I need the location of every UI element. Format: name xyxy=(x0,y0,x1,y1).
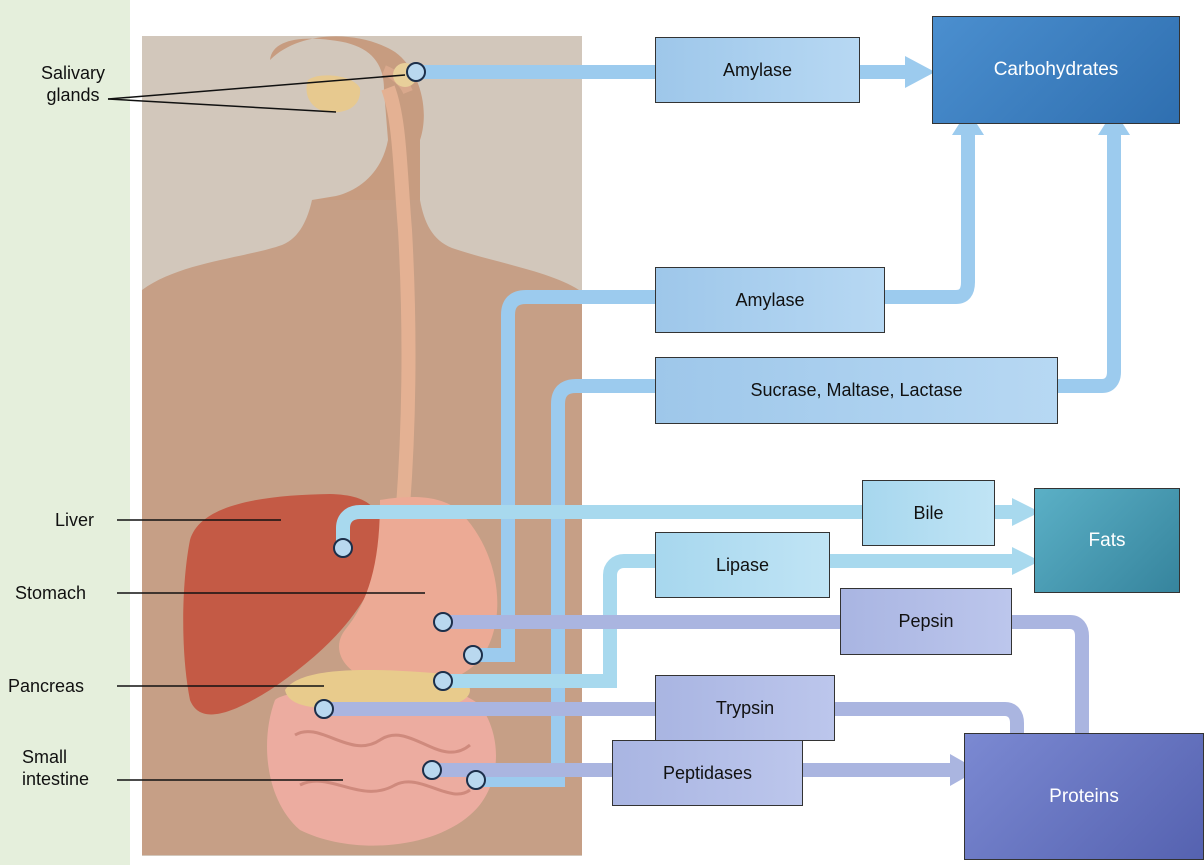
target-carbohydrates: Carbohydrates xyxy=(932,16,1180,124)
enzyme-pepsin: Pepsin xyxy=(840,588,1012,655)
label-small-intestine-line2: intestine xyxy=(22,769,89,789)
enzyme-bile: Bile xyxy=(862,480,995,546)
enzyme-peptidases: Peptidases xyxy=(612,740,803,806)
enzyme-lipase: Lipase xyxy=(655,532,830,598)
label-salivary-glands: Salivary glands xyxy=(28,62,118,106)
enzyme-trypsin: Trypsin xyxy=(655,675,835,741)
label-small-intestine: Small intestine xyxy=(22,746,89,790)
label-small-intestine-line1: Small xyxy=(22,747,67,767)
pancreas-amylase-marker xyxy=(464,646,482,664)
enzyme-sucrase-maltase-lactase: Sucrase, Maltase, Lactase xyxy=(655,357,1058,424)
label-liver: Liver xyxy=(55,509,94,531)
stomach-marker xyxy=(434,613,452,631)
salivary-marker xyxy=(407,63,425,81)
intestine-sugar-marker xyxy=(467,771,485,789)
enzyme-amylase-pancreas: Amylase xyxy=(655,267,885,333)
anatomy-illustration xyxy=(142,36,582,856)
label-salivary-line1: Salivary xyxy=(41,63,105,83)
enzyme-amylase-saliva: Amylase xyxy=(655,37,860,103)
pancreas-lipase-marker xyxy=(434,672,452,690)
label-stomach: Stomach xyxy=(15,582,86,604)
target-proteins: Proteins xyxy=(964,733,1204,860)
label-pancreas: Pancreas xyxy=(8,675,84,697)
liver-marker xyxy=(334,539,352,557)
pancreas-trypsin-marker xyxy=(315,700,333,718)
target-fats: Fats xyxy=(1034,488,1180,593)
label-salivary-line2: glands xyxy=(46,85,99,105)
intestine-peptidase-marker xyxy=(423,761,441,779)
